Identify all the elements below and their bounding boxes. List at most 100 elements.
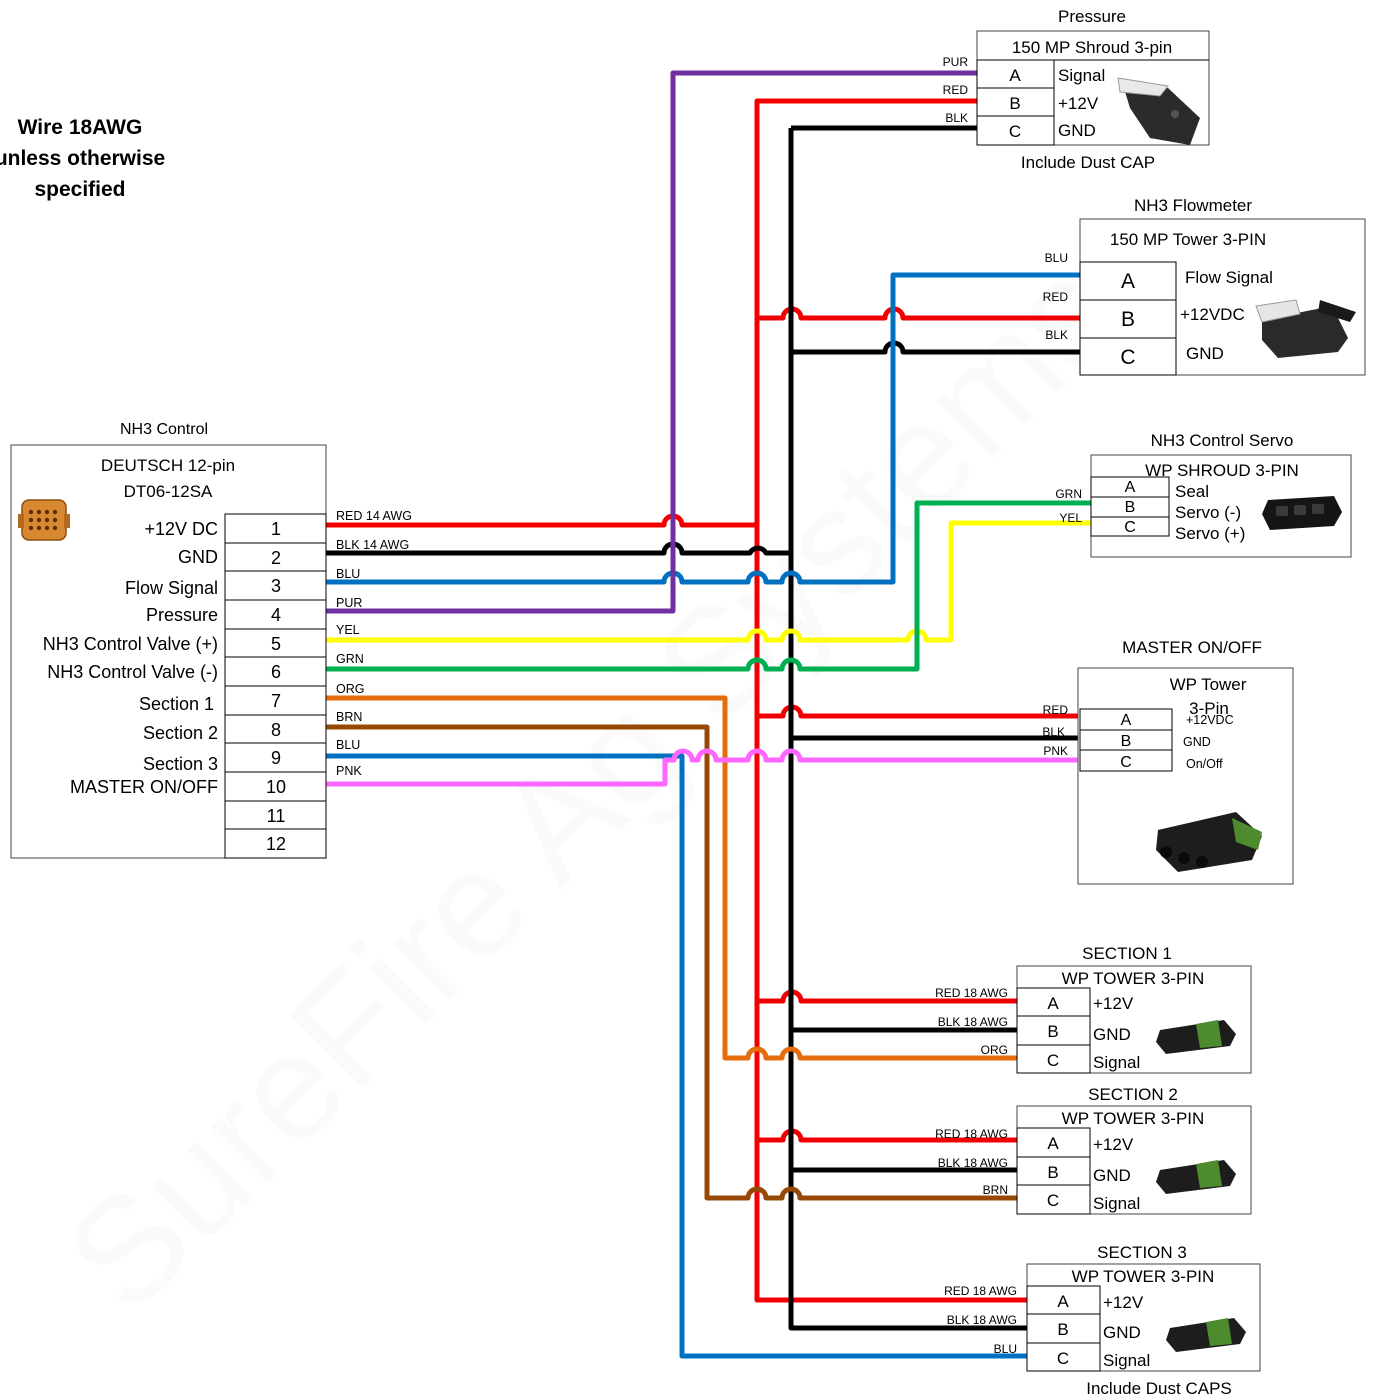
pin-number: 11 [267, 806, 286, 826]
pin-letter: C [1124, 519, 1136, 536]
pin-label: +12V [1093, 1135, 1134, 1154]
nh3-control-pin-labels: +12V DC GND Flow Signal Pressure NH3 Con… [43, 519, 218, 797]
pin-label: Servo (-) [1175, 503, 1241, 522]
pin-number: 12 [266, 834, 286, 854]
pressure-connector-name: 150 MP Shroud 3-pin [1012, 38, 1172, 57]
pin-letter: A [1057, 1292, 1069, 1311]
nh3-control-pin-numbers: 1 2 3 4 5 6 7 8 9 10 11 12 [266, 519, 286, 854]
pin-label: GND [1183, 735, 1211, 749]
servo-connector: NH3 Control Servo WP SHROUD 3-PIN A B C … [1055, 431, 1352, 558]
section3-title: SECTION 3 [1097, 1243, 1187, 1262]
pin-label: GND [1093, 1166, 1131, 1185]
wire-label: RED 14 AWG [336, 509, 412, 523]
master-connector-line2: 3-Pin [1189, 699, 1229, 718]
section1-connector: SECTION 1 WP TOWER 3-PIN A B C +12V GND … [935, 944, 1252, 1074]
nh3-control-wire-labels: RED 14 AWG BLK 14 AWG BLU PUR YEL GRN OR… [336, 509, 412, 778]
pin-number: 7 [271, 691, 281, 711]
pin-letter: B [1121, 308, 1135, 331]
wire-label: BLK [1042, 725, 1065, 739]
wire-label: RED 18 AWG [935, 986, 1008, 1000]
pin-label: NH3 Control Valve (+) [43, 634, 218, 654]
tower-connector-icon [1255, 299, 1356, 358]
pin-letter: A [1047, 1134, 1059, 1153]
nh3-control-connector-line1: DEUTSCH 12-pin [101, 456, 235, 475]
pin-label: Signal [1093, 1194, 1140, 1213]
wire-label: PNK [1043, 744, 1068, 758]
pin-letter: C [1047, 1051, 1059, 1070]
wire-label: BLK [1045, 328, 1068, 342]
wire-label: BLK [945, 111, 968, 125]
nh3-control-connector: NH3 Control DEUTSCH 12-pin DT06-12SA [10, 421, 412, 859]
wire-label: RED [1043, 703, 1069, 717]
pin-label: +12V [1058, 94, 1099, 113]
wire-label: BLU [336, 738, 360, 752]
pin-label: Flow Signal [125, 578, 218, 598]
wire-label: GRN [1055, 487, 1082, 501]
pin-letter: B [1125, 499, 1136, 516]
pin-letter: A [1121, 712, 1132, 729]
section1-title: SECTION 1 [1082, 944, 1172, 963]
pin-label: +12V [1103, 1293, 1144, 1312]
pin-letter: C [1057, 1349, 1069, 1368]
wire-label: PUR [336, 596, 362, 610]
pin-letter: C [1120, 346, 1135, 369]
master-connector: MASTER ON/OFF WP Tower 3-Pin A B C +12VD… [1042, 638, 1294, 885]
pressure-footer: Include Dust CAP [1021, 153, 1155, 172]
wire-label: BLK 18 AWG [938, 1015, 1008, 1029]
pin-label: Signal [1103, 1351, 1150, 1370]
section1-box [1016, 965, 1252, 1074]
pin-number: 1 [271, 519, 281, 539]
shroud-connector-icon [1117, 77, 1200, 145]
pin-label: On/Off [1186, 757, 1223, 771]
wire-label: BLU [994, 1342, 1017, 1356]
pin-label: GND [1093, 1025, 1131, 1044]
pin-label: Section 2 [143, 723, 218, 743]
wire-label: BLU [1045, 251, 1068, 265]
wire-blue-section3 [326, 753, 1027, 1359]
pin-label: +12VDC [1180, 305, 1245, 324]
wire-label: RED [1043, 290, 1069, 304]
pin-letter: B [1047, 1163, 1058, 1182]
pressure-title: Pressure [1058, 7, 1126, 26]
section2-connector: SECTION 2 WP TOWER 3-PIN A B C +12V GND … [935, 1085, 1252, 1215]
pin-number: 5 [271, 634, 281, 654]
weatherpack-connector-icon [1166, 1318, 1246, 1352]
wire-label: BLK 18 AWG [947, 1313, 1017, 1327]
pin-letter: A [1121, 270, 1135, 293]
section3-connector: SECTION 3 WP TOWER 3-PIN A B C +12V GND … [944, 1243, 1261, 1398]
section3-box [1026, 1263, 1261, 1372]
wire-label: GRN [336, 652, 364, 666]
wire-label: BRN [336, 710, 362, 724]
weatherpack-connector-icon [1156, 1160, 1236, 1194]
section2-connector-name: WP TOWER 3-PIN [1062, 1109, 1205, 1128]
wire-label: YEL [336, 623, 360, 637]
note-line1: Wire 18AWG [18, 116, 143, 139]
pin-label: GND [1186, 344, 1224, 363]
pin-number: 8 [271, 720, 281, 740]
pin-label: Servo (+) [1175, 524, 1245, 543]
wire-green [326, 500, 1091, 672]
pin-letter: C [1047, 1191, 1059, 1210]
shroud-connector-icon [1262, 496, 1342, 530]
wire-label: BLK 14 AWG [336, 538, 409, 552]
deutsch-connector-icon [18, 499, 70, 541]
pin-label: Signal [1058, 66, 1105, 85]
pin-letter: A [1047, 994, 1059, 1013]
section3-connector-name: WP TOWER 3-PIN [1072, 1267, 1215, 1286]
pin-letter: C [1120, 754, 1132, 771]
wire-label: BLK 18 AWG [938, 1156, 1008, 1170]
wire-label: PNK [336, 764, 362, 778]
servo-title: NH3 Control Servo [1151, 431, 1294, 450]
wire-gauge-note: Wire 18AWG unless otherwise specified [0, 116, 165, 201]
flowmeter-connector: NH3 Flowmeter 150 MP Tower 3-PIN A B C F… [1043, 196, 1366, 376]
pin-label: Pressure [146, 605, 218, 625]
pin-number: 3 [271, 576, 281, 596]
wire-label: RED 18 AWG [944, 1284, 1017, 1298]
wire-orange [326, 695, 1017, 1061]
wire-label: YEL [1059, 511, 1082, 525]
pin-label: GND [1058, 121, 1096, 140]
note-line2: unless otherwise [0, 147, 165, 170]
wire-pink [326, 748, 1080, 787]
master-connector-line1: WP Tower [1170, 675, 1247, 694]
